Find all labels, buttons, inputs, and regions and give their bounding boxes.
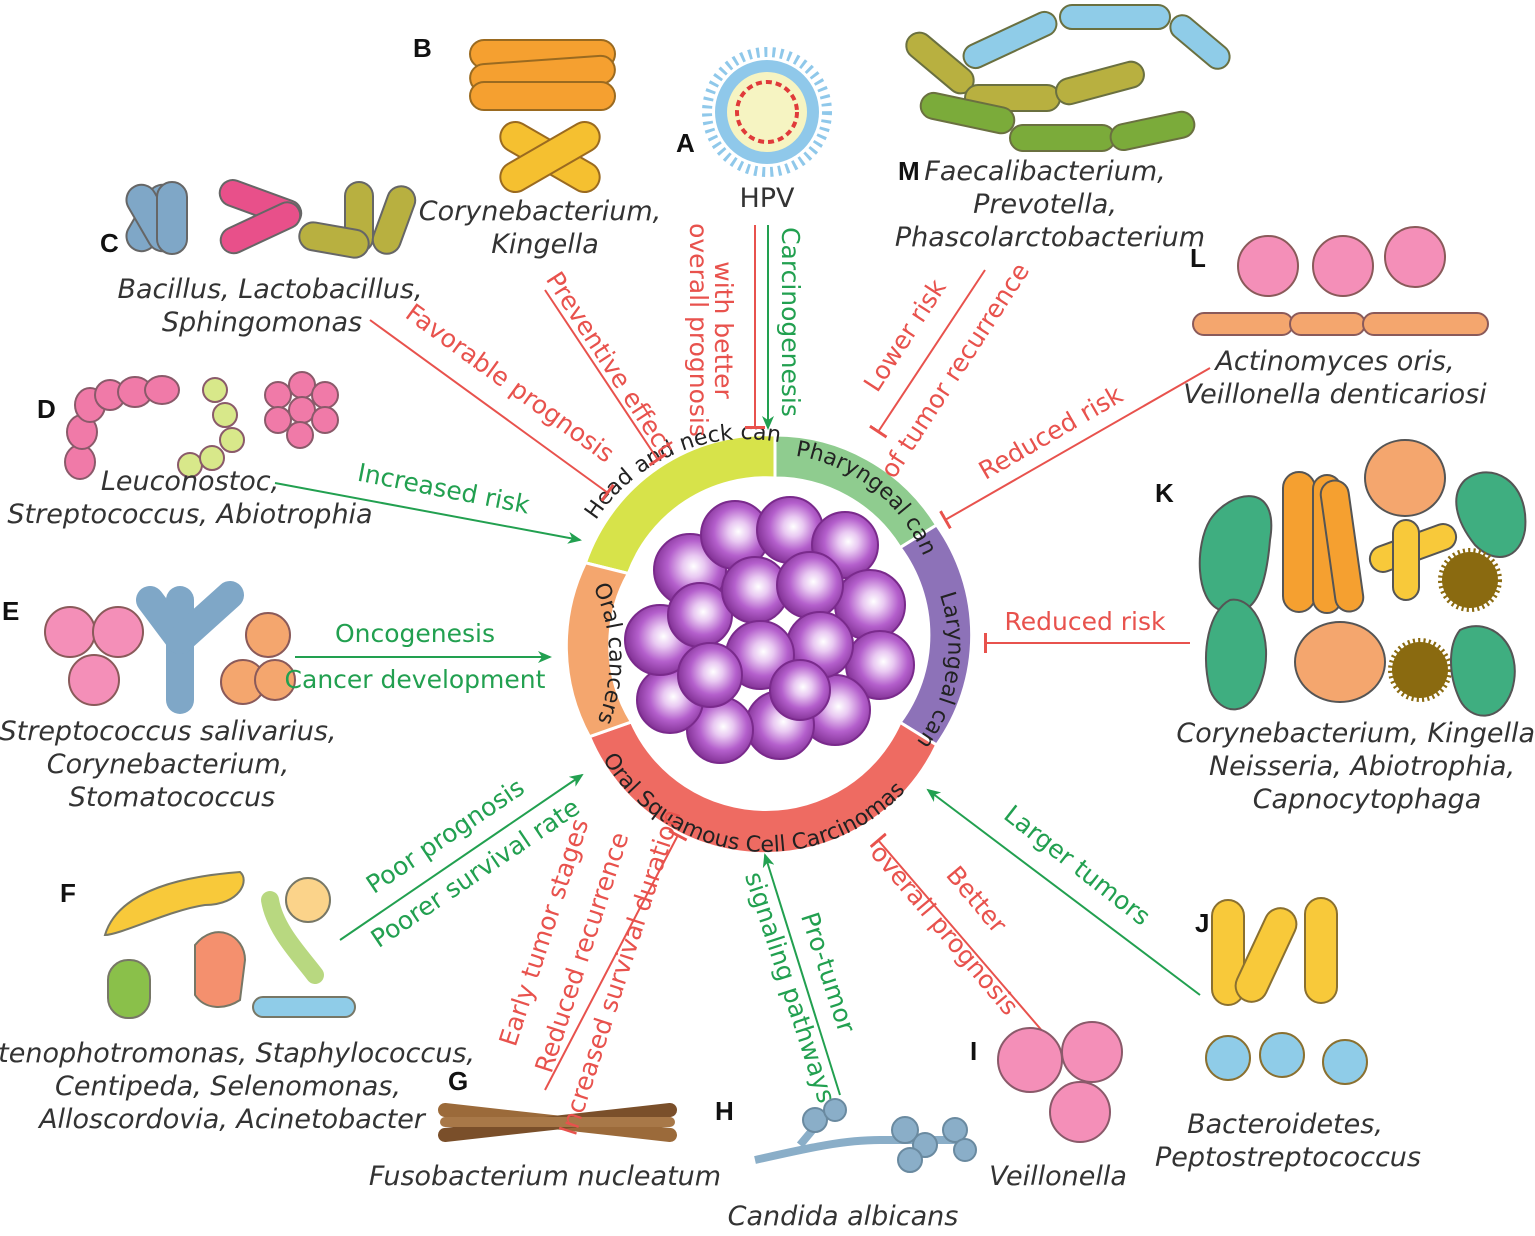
- species-m-1: Faecalibacterium,: [924, 156, 1165, 187]
- tag-m: M: [898, 156, 920, 186]
- line-g: [544, 829, 688, 1091]
- line-f: [339, 773, 584, 941]
- segment-oral: [564, 561, 634, 739]
- species-d-2: Streptococcus, Abiotrophia: [7, 499, 372, 530]
- species-a: HPV: [739, 183, 795, 214]
- species-f-2: Centipeda, Selenomonas,: [55, 1071, 401, 1102]
- bacteroidetes-icon: [1205, 897, 1368, 1085]
- candida-albicans-icon: [754, 1098, 977, 1173]
- line-m: [869, 269, 986, 439]
- species-f-3: Alloscordovia, Acinetobacter: [37, 1104, 427, 1135]
- rel-a-2: overall prognosis: [684, 223, 713, 437]
- tag-e: E: [2, 596, 19, 626]
- rel-d-1: Increased risk: [355, 458, 532, 520]
- species-l-2: Veillonella denticariosi: [1183, 379, 1487, 410]
- tag-h: H: [715, 1096, 734, 1126]
- line-d: [274, 482, 582, 544]
- rel-a-1: with better: [709, 261, 738, 399]
- species-c-1: Bacillus, Lactobacillus,: [117, 274, 422, 305]
- rel-a-3: Carcinogenesis: [776, 227, 805, 417]
- rel-l-1: Reduced risk: [974, 380, 1128, 486]
- actinomyces-icon: [1192, 226, 1489, 336]
- tumor-cells: [624, 496, 915, 764]
- tag-a: A: [676, 128, 695, 158]
- species-b-2: Kingella: [491, 229, 599, 260]
- hpv-virus-icon: [702, 47, 832, 177]
- species-k-1: Corynebacterium, Kingella,: [1176, 718, 1535, 749]
- tag-g: G: [448, 1066, 468, 1096]
- species-b-1: Corynebacterium,: [419, 196, 662, 227]
- tag-j: J: [1195, 908, 1209, 938]
- species-g: Fusobacterium nucleatum: [369, 1161, 721, 1192]
- line-b: [544, 289, 667, 467]
- rel-e-1: Oncogenesis: [335, 619, 495, 648]
- species-j-2: Peptostreptococcus: [1155, 1142, 1421, 1173]
- rel-j-1: Larger tumors: [998, 799, 1155, 931]
- line-j: [926, 788, 1201, 996]
- species-e-1: Streptococcus salivarius,: [0, 716, 337, 747]
- species-h: Candida albicans: [728, 1201, 959, 1232]
- species-m-3: Phascolarctobacterium: [895, 222, 1205, 253]
- neisseria-icon: [1198, 439, 1527, 717]
- corynebacterium-icon: [469, 39, 616, 193]
- species-m-2: Prevotella,: [973, 189, 1117, 220]
- species-i: Veillonella: [989, 1161, 1127, 1192]
- tag-c: C: [100, 228, 119, 258]
- species-f-1: Stenophotromonas, Staphylococcus,: [0, 1038, 475, 1069]
- species-k-3: Capnocytophaga: [1253, 784, 1482, 815]
- line-l: [939, 367, 1211, 530]
- tag-k: K: [1155, 478, 1174, 508]
- species-e-2: Corynebacterium,: [47, 749, 290, 780]
- faecalibacterium-icon: [905, 4, 1231, 152]
- line-i: [869, 832, 1051, 1041]
- bacillus-icon: [125, 179, 417, 259]
- staphylococcus-icon: [103, 870, 356, 1019]
- fusobacterium-icon: [438, 1103, 677, 1142]
- veillonella-icon: [997, 1021, 1123, 1143]
- tag-b: B: [413, 33, 432, 63]
- tag-l: L: [1190, 243, 1206, 273]
- species-e-3: Stomatococcus: [69, 782, 275, 813]
- line-h: [762, 853, 841, 1096]
- connectors: [274, 225, 1211, 1096]
- rel-e-2: Cancer development: [285, 665, 546, 694]
- tag-i: I: [970, 1036, 977, 1066]
- leuconostoc-icon: [64, 371, 339, 480]
- species-c-2: Sphingomonas: [162, 307, 362, 338]
- tag-f: F: [60, 878, 76, 908]
- species-d-1: Leuconostoc,: [101, 466, 279, 497]
- segment-oscc: [587, 720, 939, 856]
- rel-k-1: Reduced risk: [1004, 607, 1166, 636]
- line-c: [369, 319, 615, 502]
- streptococcus-salivarius-icon: [44, 581, 296, 714]
- species-l-1: Actinomyces oris,: [1213, 346, 1454, 377]
- tag-d: D: [37, 394, 56, 424]
- species-k-2: Neisseria, Abiotrophia,: [1209, 751, 1515, 782]
- species-j-1: Bacteroidetes,: [1187, 1109, 1383, 1140]
